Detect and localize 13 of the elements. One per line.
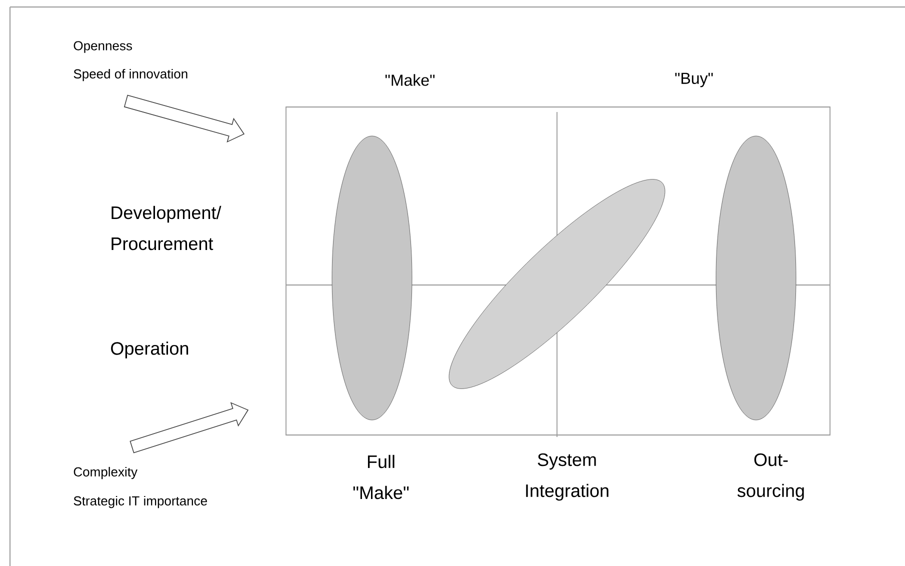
option-label: Full "Make" [353,454,409,500]
row-label: Operation [111,342,188,358]
column-heading: "Buy" [675,72,713,88]
option-label: System Integration [526,453,608,501]
option-label: Out- sourcing [738,453,804,501]
driver-label: Strategic IT importance [74,496,207,508]
ellipse [716,136,796,420]
ellipse [332,136,412,420]
driver-label: Openness [74,41,132,53]
row-label: Development/ Procurement [112,206,222,250]
column-heading: "Make" [385,74,435,86]
driver-label: Complexity [74,466,138,480]
driver-label: Speed of innovation [74,68,188,82]
